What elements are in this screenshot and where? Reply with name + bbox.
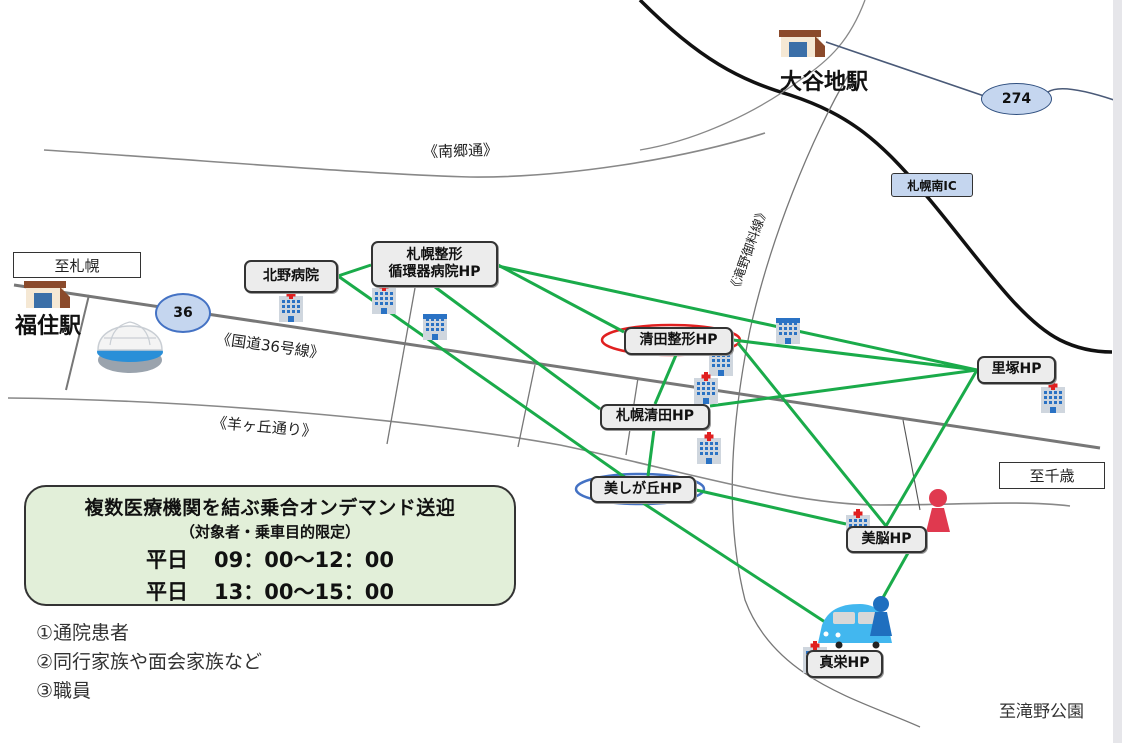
connection-line-kitano-sapporo_seikei	[337, 263, 372, 278]
connection-line-sapporo_seikei-kiyota_seikei	[497, 263, 625, 334]
road-label-nango: 《南郷通》	[422, 140, 499, 162]
station-icon-fukuzumi	[24, 281, 70, 308]
station-icon-otanichi	[779, 30, 825, 57]
hospital-binou[interactable]: 美脳HP	[846, 526, 927, 553]
shop-building-icon	[776, 318, 800, 344]
hospital-building-icon	[1041, 381, 1065, 413]
hospital-satozuka[interactable]: 里塚HP	[977, 356, 1056, 384]
connection-line-utsukushigaoka-shinei	[642, 501, 829, 626]
hospital-kitano[interactable]: 北野病院	[244, 260, 338, 293]
direction-label-to-sapporo: 至札幌	[13, 252, 141, 278]
connection-line-utsukushigaoka-binou	[695, 488, 847, 526]
road-side-5	[902, 419, 921, 511]
service-title: 複数医療機関を結ぶ乗合オンデマンド送迎	[84, 497, 456, 519]
scrollbar-edge	[1113, 0, 1122, 743]
service-subtitle: （対象者・乗車目的限定）	[179, 523, 360, 541]
connection-line-sapporo_seikei-sapporo_kiyota	[434, 285, 601, 411]
blue-person-pawn-icon	[870, 596, 892, 636]
route-badge-36: 36	[155, 293, 211, 333]
connection-lines	[337, 263, 979, 626]
road-side-2	[386, 287, 416, 445]
road-side-1	[65, 294, 90, 391]
eligible-rider-item: ①通院患者	[36, 622, 130, 644]
connection-line-sapporo_kiyota-utsukushigaoka	[646, 429, 656, 477]
schedule-row: 平日 13：00〜15：00	[26, 576, 514, 606]
schedule-row: 平日 09：00〜12：00	[26, 544, 514, 574]
hospital-kiyota-seikei[interactable]: 清田整形HP	[624, 327, 733, 355]
hospital-sapporo-seikei[interactable]: 札幌整形 循環器病院HP	[371, 241, 498, 287]
hospital-shinei[interactable]: 真栄HP	[806, 650, 883, 678]
schedule-day: 平日	[146, 548, 189, 572]
shop-building-icon	[423, 314, 447, 340]
road-diagonal-north	[639, 0, 866, 151]
station-label-fukuzumi: 福住駅	[15, 314, 82, 339]
station-label-otanichi: 大谷地駅	[780, 70, 869, 95]
hospital-utsukushigaoka[interactable]: 美しが丘HP	[590, 476, 696, 503]
road-hitsujigaoka	[7, 397, 1071, 507]
dome-icon	[97, 321, 163, 373]
route-badge-274: 274	[981, 83, 1052, 115]
connection-line-kiyota_seikei-satozuka	[732, 338, 978, 372]
eligible-rider-item: ②同行家族や面会家族など	[36, 651, 263, 673]
eligible-rider-item: ③職員	[36, 680, 92, 702]
connection-line-satozuka-binou	[884, 369, 979, 527]
schedule-time: 13：00〜15：00	[214, 580, 394, 604]
service-info-box: 複数医療機関を結ぶ乗合オンデマンド送迎 （対象者・乗車目的限定） 平日 09：00…	[24, 485, 516, 606]
hospital-sapporo-seikei-label: 札幌整形 循環器病院HP	[388, 246, 481, 281]
direction-label-to-chitose: 至千歳	[999, 462, 1105, 489]
hospital-building-icon	[694, 372, 718, 404]
eligible-riders-list: ①通院患者 ②同行家族や面会家族など ③職員	[36, 619, 262, 706]
road-side-3	[517, 364, 536, 448]
direction-label-to-takino-park: 至滝野公園	[999, 702, 1084, 722]
connection-line-sapporo_kiyota-satozuka	[709, 368, 978, 408]
connection-line-kiyota_seikei-sapporo_kiyota	[653, 354, 678, 405]
red-person-pawn-icon	[926, 489, 950, 532]
highlight-ellipse-utsukushigaoka	[574, 472, 706, 506]
hospital-building-icon	[697, 432, 721, 464]
interchange-badge-sapporo-minami: 札幌南IC	[891, 173, 973, 197]
schedule-day: 平日	[146, 580, 189, 604]
road-274	[825, 41, 1115, 101]
hospital-sapporo-kiyota[interactable]: 札幌清田HP	[600, 404, 710, 430]
hospital-building-icon	[279, 290, 303, 322]
road-takino	[731, 71, 921, 728]
railway-line	[638, 0, 1113, 354]
connection-line-sapporo_seikei-satozuka	[497, 264, 978, 372]
schedule-time: 09：00〜12：00	[214, 548, 394, 572]
road-nango	[43, 132, 766, 178]
connection-line-kiyota_seikei-binou	[736, 342, 888, 527]
